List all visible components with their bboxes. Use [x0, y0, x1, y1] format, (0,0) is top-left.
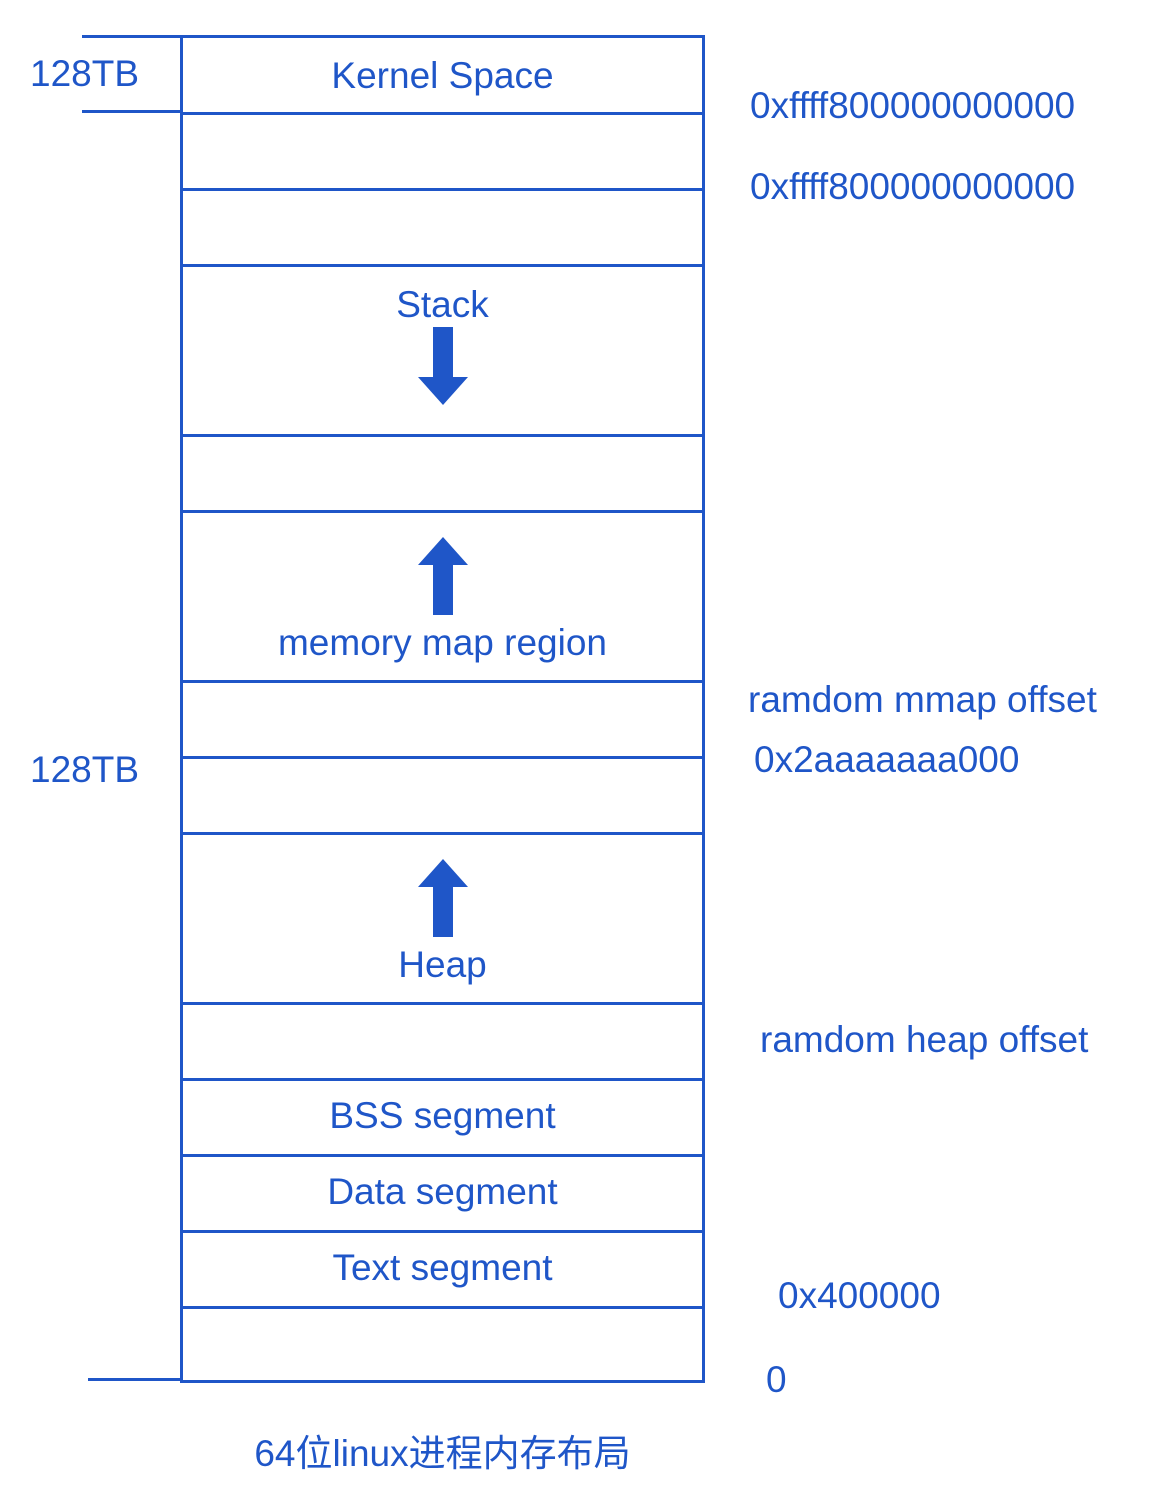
- segment-data: Data segment: [180, 1154, 705, 1230]
- kernel-bottom-tick: [82, 110, 180, 113]
- kernel-top-tick: [82, 35, 180, 38]
- segment-label-text: Text segment: [332, 1247, 553, 1288]
- segment-gap: [180, 1002, 705, 1078]
- segment-gap: [180, 434, 705, 510]
- segment-label-bss: BSS segment: [329, 1095, 556, 1136]
- arrow-down-icon: [417, 327, 468, 405]
- segment-gap: [180, 112, 705, 188]
- segment-bss: BSS segment: [180, 1078, 705, 1154]
- zero-address: 0: [766, 1359, 787, 1400]
- segment-gap: [180, 1306, 705, 1383]
- arrow-up-icon: [417, 537, 468, 615]
- segment-text: Text segment: [180, 1230, 705, 1306]
- segment-kernel-space: Kernel Space: [180, 35, 705, 112]
- user-size-label: 128TB: [30, 749, 140, 790]
- segment-stack: Stack: [180, 264, 705, 434]
- segment-gap: [180, 188, 705, 264]
- diagram-title: 64位linux进程内存布局: [254, 1433, 631, 1474]
- kernel-start-address: 0xffff800000000000: [750, 85, 1076, 126]
- segment-label-heap: Heap: [398, 944, 487, 985]
- segment-label-stack: Stack: [396, 284, 489, 325]
- kernel-size-label: 128TB: [30, 53, 140, 94]
- segment-label-kernel: Kernel Space: [331, 55, 554, 96]
- segment-gap: [180, 680, 705, 756]
- segment-label-mmap: memory map region: [277, 622, 607, 663]
- text-start-address: 0x400000: [778, 1275, 941, 1316]
- mmap-base-address: 0x2aaaaaaa000: [754, 739, 1020, 780]
- segment-gap: [180, 756, 705, 832]
- mmap-offset-label: ramdom mmap offset: [748, 679, 1097, 720]
- user-top-address: 0xffff800000000000: [750, 166, 1076, 207]
- segment-heap: Heap: [180, 832, 705, 1002]
- arrow-up-icon: [417, 859, 468, 937]
- segment-label-data: Data segment: [327, 1171, 558, 1212]
- user-bottom-tick: [88, 1378, 180, 1381]
- segment-memory-map-region: memory map region: [180, 510, 705, 680]
- heap-offset-label: ramdom heap offset: [760, 1019, 1089, 1060]
